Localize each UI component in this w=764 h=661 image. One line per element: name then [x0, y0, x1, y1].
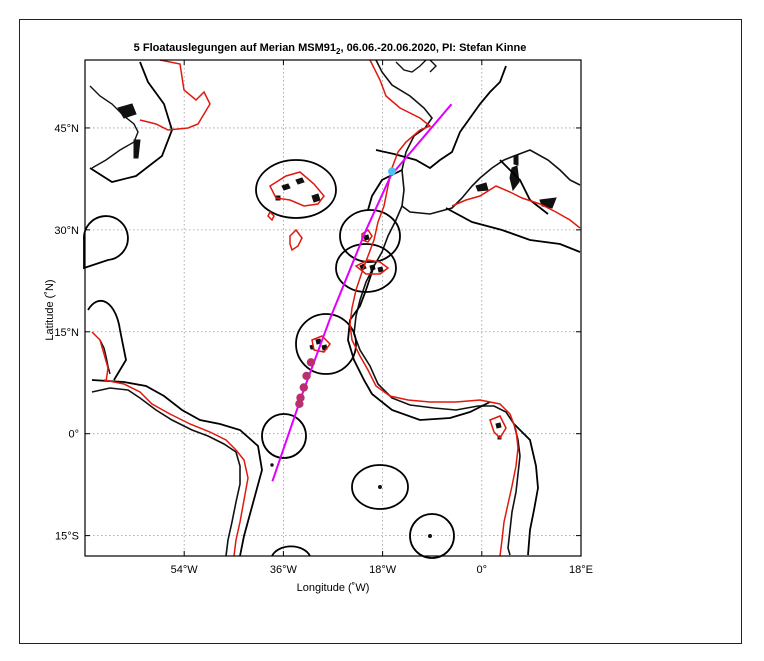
british-isles: [395, 59, 437, 73]
corsica: [513, 154, 519, 166]
eez-canaries: [335, 243, 397, 293]
graticule-grid: [85, 60, 582, 556]
ship-track: [271, 103, 453, 482]
ship-track-line: [271, 103, 453, 482]
depth-europe: [349, 59, 519, 557]
figure-title: 5 Floatauslegungen auf Merian MSM912, 06…: [134, 42, 527, 56]
x-tick-label: 18°E: [569, 564, 593, 576]
eez-boundaries: [83, 61, 581, 559]
plot-area-border: [84, 59, 582, 557]
track-start-marker: [387, 167, 396, 176]
depth-north-america: [139, 59, 211, 131]
float-deployments: [295, 358, 316, 409]
eez-south-america: [91, 379, 263, 557]
x-axis-label: Longitude (˚W): [297, 582, 370, 594]
y-tick-label: 45°N: [54, 123, 79, 135]
depth-south-america: [103, 379, 249, 557]
y-tick-label: 30°N: [54, 225, 79, 237]
depth-cape-verde: [311, 335, 331, 353]
eez-cape-verde: [295, 313, 357, 375]
nova-scotia: [133, 139, 141, 159]
depth-canaries: [354, 259, 390, 275]
eez-mediterranean: [445, 159, 581, 253]
y-tick-label: 15°S: [55, 531, 79, 543]
float-deployment-marker: [302, 371, 311, 381]
y-tick-label: 0°: [68, 429, 79, 441]
azores: [275, 177, 321, 203]
eez-caribbean: [87, 299, 127, 381]
lesser-antilles: [99, 339, 111, 375]
sicily: [539, 197, 557, 209]
madeira: [363, 234, 370, 241]
depth-azores-east: [267, 210, 275, 222]
eez-azores: [255, 159, 337, 219]
eez-africa-west: [347, 265, 491, 421]
x-tick-label: 0°: [477, 564, 488, 576]
float-deployment-marker: [299, 383, 308, 392]
eez-saint-pierre: [83, 215, 129, 270]
depth-mediterranean: [451, 185, 581, 229]
depth-caribbean: [91, 331, 109, 383]
y-axis-label: Latitude (˚N): [44, 279, 56, 340]
newfoundland: [117, 103, 137, 119]
x-axis-ticks: 54°W 36°W 18°W 0° 18°E: [171, 60, 593, 576]
x-tick-label: 36°W: [270, 564, 298, 576]
eez-st-helena: [409, 513, 455, 559]
balearic: [475, 182, 489, 192]
float-deployment-marker: [306, 358, 316, 367]
eez-north-america: [89, 61, 173, 183]
depth-azores: [269, 171, 325, 207]
fernando-de-noronha: [270, 463, 274, 467]
float-deployment-marker: [295, 399, 304, 409]
bioko: [495, 422, 502, 429]
depth-contours: [91, 59, 581, 557]
y-axis-ticks: 45°N 30°N 15°N 0° 15°S: [54, 123, 581, 543]
figure-frame: [19, 19, 742, 644]
st-helena: [428, 534, 432, 538]
europe-coastline: [375, 59, 581, 215]
africa-coastline: [353, 205, 521, 556]
north-america-coastline: [89, 85, 139, 169]
y-tick-label: 15°N: [54, 327, 79, 339]
eez-ascension: [351, 464, 409, 510]
ascension-island: [378, 485, 382, 489]
south-america-coastline: [91, 387, 241, 557]
x-tick-label: 18°W: [369, 564, 397, 576]
x-tick-label: 54°W: [171, 564, 199, 576]
eez-brazil-south: [271, 545, 311, 557]
eez-fernando: [261, 413, 307, 459]
depth-azores-south: [289, 228, 303, 252]
depth-gulf-of-guinea: [489, 415, 507, 440]
eez-africa-south: [513, 423, 539, 556]
